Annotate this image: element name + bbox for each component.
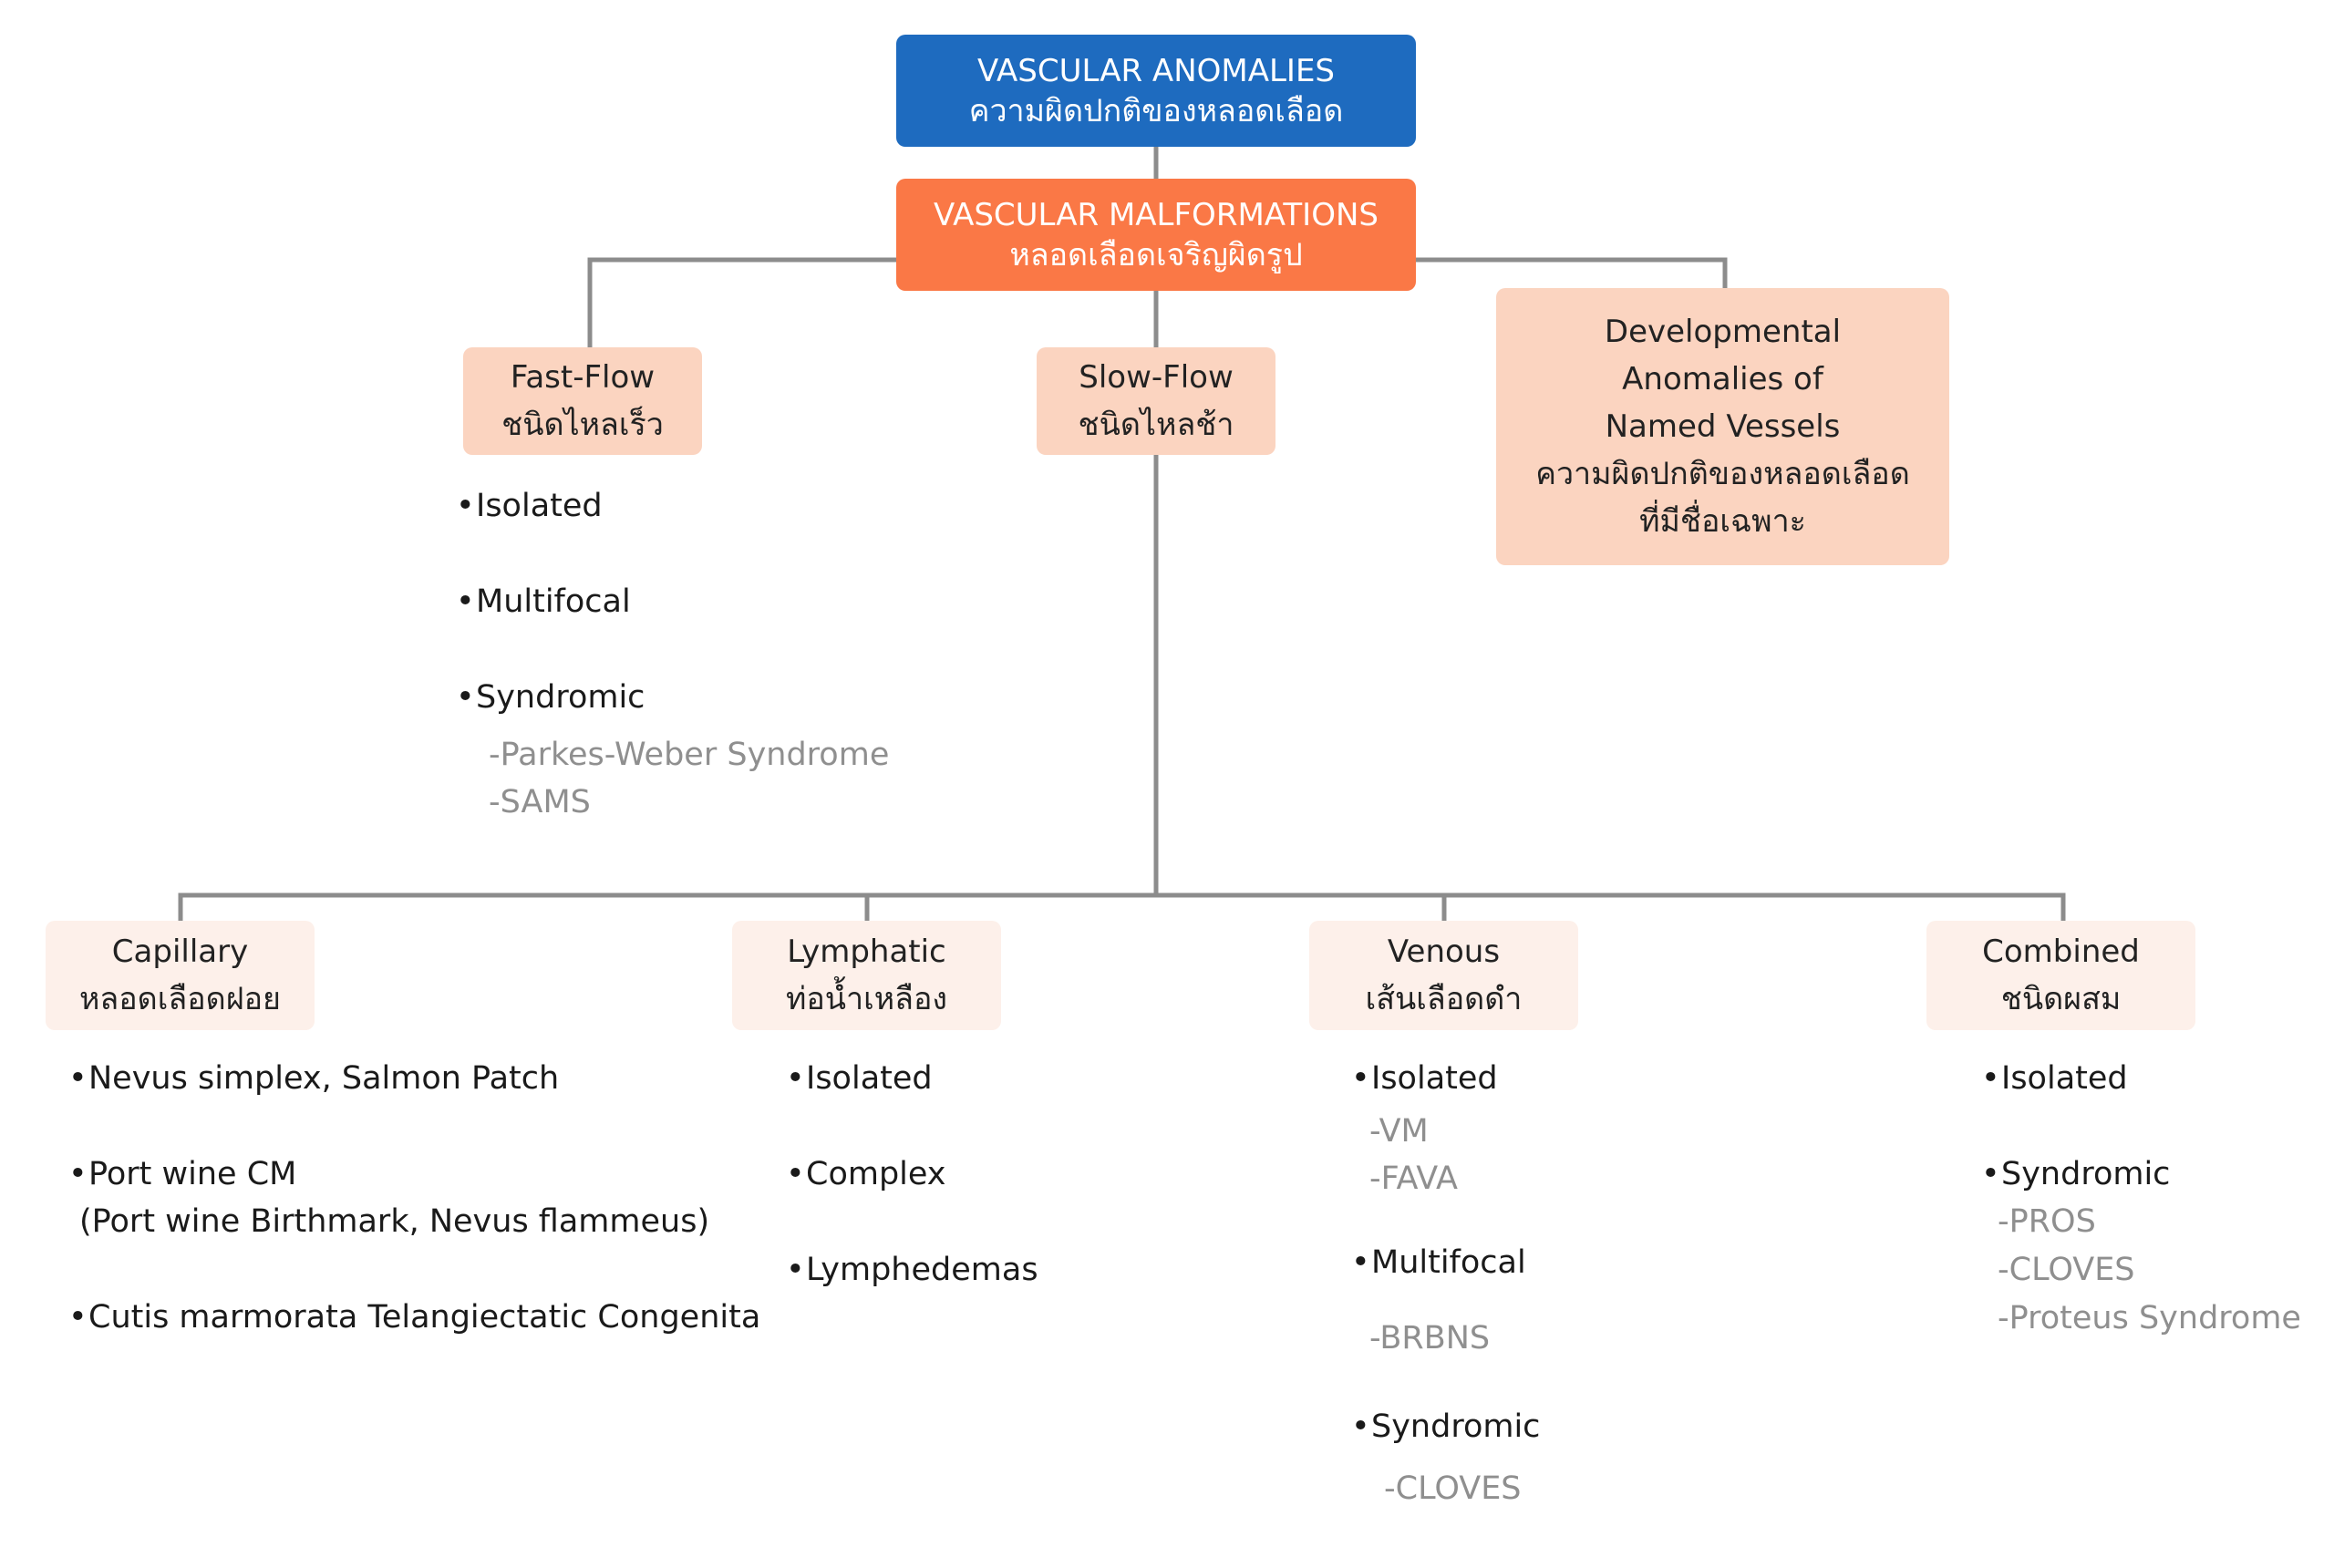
list-item-label: Isolated xyxy=(476,488,603,524)
named-vessels-line: ที่มีชื่อเฉพาะ xyxy=(1639,503,1806,540)
lymphatic-title-th: ท่อน้ำเหลือง xyxy=(785,981,948,1017)
bullet: • xyxy=(786,1156,805,1192)
list-item: •Port wine CM xyxy=(68,1156,296,1192)
list-item: •Syndromic xyxy=(1351,1408,1540,1445)
list-sub-item: -PROS xyxy=(1998,1203,2096,1240)
list-sub-item: -BRBNS xyxy=(1369,1320,1491,1357)
list-item-label: Syndromic xyxy=(476,679,645,716)
bullet: • xyxy=(786,1252,805,1288)
bullet: • xyxy=(1981,1156,2000,1192)
fast-flow-title-en: Fast-Flow xyxy=(510,359,656,396)
list-sub-item: -CLOVES xyxy=(1384,1470,1522,1507)
list-item-note: (Port wine Birthmark, Nevus flammeus) xyxy=(79,1203,710,1240)
list-item-label: Multifocal xyxy=(476,583,631,620)
fast-flow-box: Fast-Flow ชนิดไหลเร็ว xyxy=(463,347,702,455)
named-vessels-line: ความผิดปกติของหลอดเลือด xyxy=(1535,456,1910,492)
slow-flow-title-en: Slow-Flow xyxy=(1079,359,1234,396)
vascular-malformations-title-en: VASCULAR MALFORMATIONS xyxy=(934,196,1379,233)
combined-title-en: Combined xyxy=(1982,934,2140,970)
list-item-label: Syndromic xyxy=(2001,1156,2171,1192)
bullet: • xyxy=(786,1060,805,1097)
combined-title-th: ชนิดผสม xyxy=(2000,981,2122,1017)
vascular-malformations-title-th: หลอดเลือดเจริญผิดรูป xyxy=(1009,236,1303,273)
list-sub-item: -FAVA xyxy=(1369,1161,1458,1197)
capillary-box: Capillary หลอดเลือดฝอย xyxy=(46,921,315,1030)
list-item-label: Isolated xyxy=(1371,1060,1498,1097)
vascular-anomalies-title-en: VASCULAR ANOMALIES xyxy=(976,52,1336,89)
list-item: •Isolated xyxy=(1351,1060,1498,1097)
capillary-title-th: หลอดเลือดฝอย xyxy=(79,981,281,1017)
list-item-label: Isolated xyxy=(806,1060,933,1097)
named-vessels-line: Named Vessels xyxy=(1605,408,1841,445)
list-item: •Multifocal xyxy=(456,583,631,620)
capillary-title-en: Capillary xyxy=(111,934,249,970)
named-vessels-box: Developmental Anomalies of Named Vessels… xyxy=(1496,288,1949,565)
list-item: •Multifocal xyxy=(1351,1244,1526,1281)
list-sub-item: -VM xyxy=(1369,1113,1429,1150)
list-item-label: Cutis marmorata Telangiectatic Congenita xyxy=(88,1299,761,1336)
bullet: • xyxy=(68,1060,88,1097)
list-item: •Nevus simplex, Salmon Patch xyxy=(68,1060,559,1097)
list-item-label: Lymphedemas xyxy=(806,1252,1038,1288)
bullet: • xyxy=(1351,1244,1370,1281)
list-item: •Lymphedemas xyxy=(786,1252,1038,1288)
combined-box: Combined ชนิดผสม xyxy=(1926,921,2195,1030)
venous-box: Venous เส้นเลือดดำ xyxy=(1309,921,1578,1030)
list-sub-item: -SAMS xyxy=(489,784,591,820)
slow-flow-box: Slow-Flow ชนิดไหลช้า xyxy=(1037,347,1275,455)
bullet: • xyxy=(456,583,475,620)
venous-title-th: เส้นเลือดดำ xyxy=(1365,981,1523,1017)
named-vessels-line: Developmental xyxy=(1604,314,1842,350)
list-item: •Isolated xyxy=(456,488,603,524)
list-sub-item: -Parkes-Weber Syndrome xyxy=(489,737,890,773)
list-item-label: Nevus simplex, Salmon Patch xyxy=(88,1060,560,1097)
vascular-anomalies-title-th: ความผิดปกติของหลอดเลือด xyxy=(968,92,1344,129)
bullet: • xyxy=(68,1299,88,1336)
bullet: • xyxy=(1981,1060,2000,1097)
list-item-label: Multifocal xyxy=(1371,1244,1526,1281)
bullet: • xyxy=(1351,1060,1370,1097)
list-sub-item: -Proteus Syndrome xyxy=(1998,1300,2301,1336)
list-item: •Syndromic xyxy=(1981,1156,2170,1192)
vascular-anomalies-box: VASCULAR ANOMALIES ความผิดปกติของหลอดเลื… xyxy=(896,35,1416,147)
list-item-label: Complex xyxy=(806,1156,946,1192)
venous-title-en: Venous xyxy=(1387,934,1501,970)
slow-flow-title-th: ชนิดไหลช้า xyxy=(1078,407,1234,443)
bullet: • xyxy=(1351,1408,1370,1445)
bullet: • xyxy=(456,679,475,716)
list-item-label: Isolated xyxy=(2001,1060,2128,1097)
bullet: • xyxy=(456,488,475,524)
vascular-malformations-box: VASCULAR MALFORMATIONS หลอดเลือดเจริญผิด… xyxy=(896,179,1416,291)
bullet: • xyxy=(68,1156,88,1192)
lymphatic-title-en: Lymphatic xyxy=(787,934,946,970)
list-item: •Complex xyxy=(786,1156,946,1192)
list-item-label: Syndromic xyxy=(1371,1408,1541,1445)
list-sub-item: -CLOVES xyxy=(1998,1252,2135,1288)
lymphatic-box: Lymphatic ท่อน้ำเหลือง xyxy=(732,921,1001,1030)
fast-flow-title-th: ชนิดไหลเร็ว xyxy=(501,407,664,443)
list-item: •Cutis marmorata Telangiectatic Congenit… xyxy=(68,1299,760,1336)
named-vessels-line: Anomalies of xyxy=(1622,361,1823,397)
list-item: •Isolated xyxy=(1981,1060,2128,1097)
list-item: •Isolated xyxy=(786,1060,933,1097)
list-item: •Syndromic xyxy=(456,679,645,716)
list-item-label: Port wine CM xyxy=(88,1156,297,1192)
